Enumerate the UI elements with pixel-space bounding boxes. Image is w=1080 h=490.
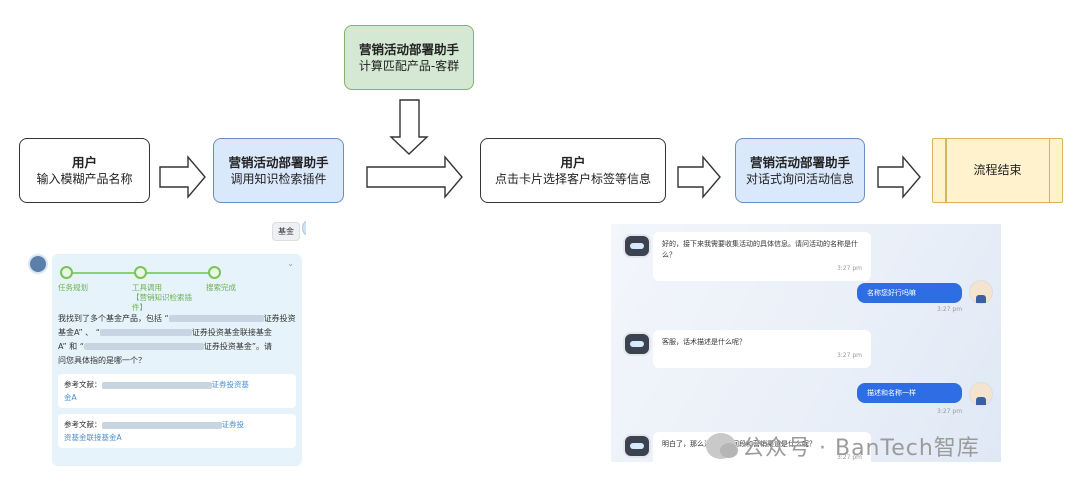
node-title: 用户 [560, 154, 586, 170]
node-user-select: 用户 点击卡片选择客户标签等信息 [480, 138, 666, 203]
node-text: 输入模糊产品名称 [36, 171, 133, 186]
node-end: 流程结束 [932, 138, 1063, 203]
step-label: 任务规划 [58, 283, 88, 292]
left-chat-screenshot: 基金 ⌄ 任务规划 工具调用 【营销知识检索插件】 搜索完成 我找到了多个基金产… [22, 216, 306, 466]
robot-avatar-icon [623, 332, 651, 356]
reference-card[interactable]: 参考文献：证券投 资基金联接基金A [58, 414, 296, 448]
node-user-input: 用户 输入模糊产品名称 [19, 138, 150, 203]
node-assistant-match: 营销活动部署助手 计算匹配产品-客群 [344, 25, 474, 90]
bot-message: 明白了，那么活动的时间段和营销渠道是什么呢？3:27 pm [653, 432, 871, 462]
arrow-right-4 [877, 155, 921, 199]
reference-card[interactable]: 参考文献：证券投资基 金A [58, 374, 296, 408]
node-title: 用户 [71, 154, 97, 170]
step-label: 搜索完成 [206, 283, 236, 292]
user-message-tag: 基金 [272, 222, 300, 241]
step-check-icon [208, 266, 221, 279]
node-text: 对话式询问活动信息 [745, 171, 854, 186]
step-check-icon [134, 266, 147, 279]
arrow-right-3 [677, 155, 721, 199]
user-avatar-icon [302, 219, 306, 237]
arrow-down-top [389, 99, 429, 155]
step-label: 工具调用 【营销知识检索插件】 [132, 283, 192, 312]
node-text: 流程结束 [973, 163, 1022, 177]
node-text: 点击卡片选择客户标签等信息 [494, 171, 651, 186]
user-message: 名称您好行吗嘛 [857, 283, 962, 303]
robot-avatar-icon [623, 434, 651, 458]
node-title: 营销活动部署助手 [358, 41, 459, 57]
robot-avatar-icon [623, 234, 651, 258]
bot-message: 客服，话术描述是什么呢？3:27 pm [653, 330, 871, 368]
node-assistant-retrieval: 营销活动部署助手 调用知识检索插件 [213, 138, 344, 203]
user-avatar-icon [969, 280, 993, 304]
watermark: 公众号 · BanTech智库 [706, 430, 980, 462]
node-assistant-dialog: 营销活动部署助手 对话式询问活动信息 [735, 138, 865, 203]
user-message: 描述和名称一样 [857, 383, 962, 403]
bot-answer-panel: ⌄ 任务规划 工具调用 【营销知识检索插件】 搜索完成 我找到了多个基金产品，包… [52, 254, 302, 466]
chevron-down-icon[interactable]: ⌄ [287, 259, 294, 268]
progress-steps: 任务规划 工具调用 【营销知识检索插件】 搜索完成 [58, 260, 296, 312]
bot-avatar-icon [28, 254, 48, 274]
user-avatar-icon [969, 382, 993, 406]
node-title: 营销活动部署助手 [228, 154, 329, 170]
bot-message: 好的，接下来我需要收集活动的具体信息。请问活动的名称是什么？3:27 pm [653, 232, 871, 281]
arrow-right-1 [159, 155, 206, 199]
right-chat-screenshot: 好的，接下来我需要收集活动的具体信息。请问活动的名称是什么？3:27 pm 名称… [611, 224, 1001, 462]
node-text: 计算匹配产品-客群 [358, 58, 460, 73]
answer-text: 我找到了多个基金产品，包括 “证券投资 基金A” 、 “证券投资基金联接基金 A… [58, 314, 296, 365]
node-title: 营销活动部署助手 [749, 154, 850, 170]
arrow-right-2 [366, 155, 463, 199]
step-check-icon [60, 266, 73, 279]
wechat-icon [706, 433, 738, 459]
node-text: 调用知识检索插件 [230, 171, 327, 186]
watermark-text: 公众号 · BanTech智库 [742, 436, 980, 461]
